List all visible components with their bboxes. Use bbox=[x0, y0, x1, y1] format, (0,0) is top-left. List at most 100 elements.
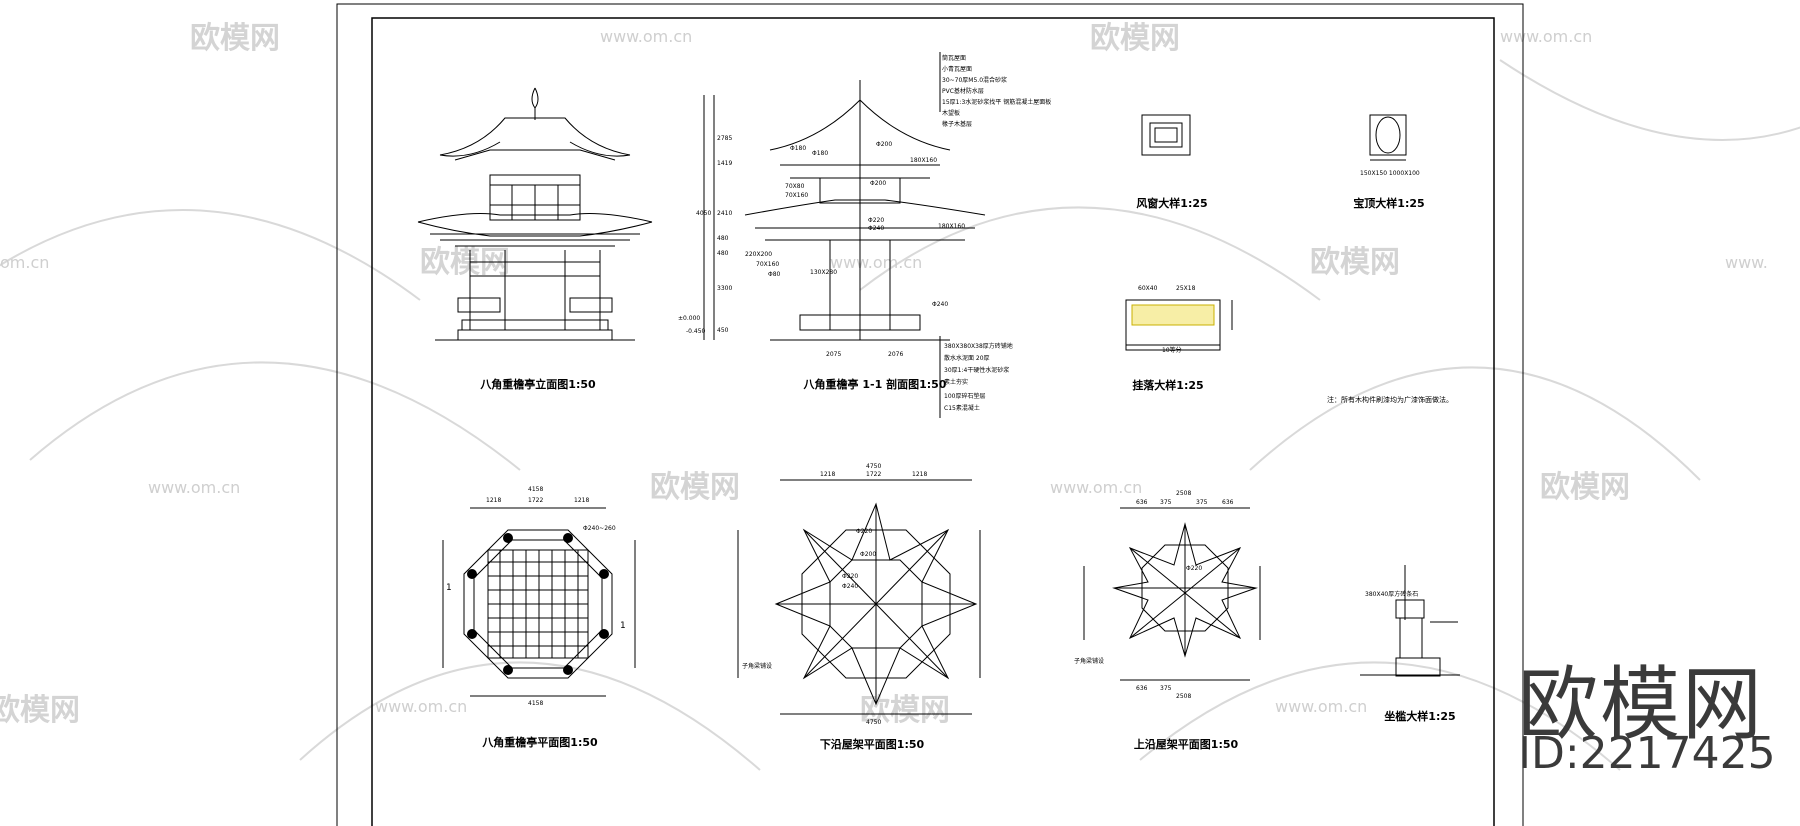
general-note: 注：所有木构件刷漆均为广漆饰面做法。 bbox=[1327, 395, 1453, 404]
svg-text:1218: 1218 bbox=[912, 471, 927, 478]
svg-text:Φ240: Φ240 bbox=[868, 225, 884, 232]
upper-roof-plan-dims: 2508 636 375 375 636 2508 636 375 Φ220 子… bbox=[1074, 490, 1234, 700]
watermark-url: www.om.cn bbox=[375, 697, 467, 716]
svg-text:Φ240~260: Φ240~260 bbox=[583, 525, 616, 532]
svg-text:Φ220: Φ220 bbox=[856, 528, 872, 535]
svg-text:2785: 2785 bbox=[717, 135, 732, 142]
lower-roof-plan-drawing bbox=[737, 479, 981, 715]
svg-text:C15素混凝土: C15素混凝土 bbox=[944, 404, 980, 412]
svg-text:1218: 1218 bbox=[820, 471, 835, 478]
svg-text:±0.000: ±0.000 bbox=[678, 315, 700, 322]
svg-text:Φ180: Φ180 bbox=[812, 150, 828, 157]
svg-text:Φ220: Φ220 bbox=[842, 573, 858, 580]
finial-detail-drawing bbox=[1369, 114, 1407, 161]
svg-text:-0.450: -0.450 bbox=[686, 328, 706, 335]
svg-text:Φ220: Φ220 bbox=[868, 217, 884, 224]
section-dim-text: 2785 1419 4050 3300 2410 480 450 480 207… bbox=[678, 135, 903, 358]
section-foundation-notes: 380X380X38厚方砖铺地 散水水泥面 20厚 30厚1:4干硬性水泥砂浆 … bbox=[944, 342, 1013, 412]
watermark-url: www.om.cn bbox=[148, 478, 240, 497]
svg-text:380X380X38厚方砖铺地: 380X380X38厚方砖铺地 bbox=[944, 342, 1013, 350]
upper-roof-plan-caption: 上沿屋架平面图1:50 bbox=[1134, 737, 1239, 751]
svg-text:70X160: 70X160 bbox=[785, 192, 808, 199]
watermark-url: www.om.cn bbox=[1500, 27, 1592, 46]
svg-text:Φ180: Φ180 bbox=[790, 145, 806, 152]
inner-frame bbox=[371, 17, 1495, 826]
svg-text:Φ240: Φ240 bbox=[842, 583, 858, 590]
svg-text:2075: 2075 bbox=[826, 351, 841, 358]
watermark-layer bbox=[0, 59, 1800, 771]
svg-text:30厚1:4干硬性水泥砂浆: 30厚1:4干硬性水泥砂浆 bbox=[944, 366, 1009, 374]
svg-text:Φ80: Φ80 bbox=[768, 271, 781, 278]
hanging-detail-labels: 60X40 25X18 10等分 bbox=[1138, 285, 1196, 354]
svg-text:4158: 4158 bbox=[528, 486, 543, 493]
svg-text:180X160: 180X160 bbox=[938, 223, 965, 230]
svg-text:小青瓦屋面: 小青瓦屋面 bbox=[942, 65, 972, 73]
svg-text:70X160: 70X160 bbox=[756, 261, 779, 268]
elevation-drawing bbox=[417, 87, 653, 341]
watermark-url-partial: www. bbox=[1725, 253, 1768, 272]
svg-text:2410: 2410 bbox=[717, 210, 732, 217]
watermark-url: www.om.cn bbox=[600, 27, 692, 46]
watermark-brand: 欧模网 bbox=[0, 693, 80, 728]
svg-text:3300: 3300 bbox=[717, 285, 732, 292]
finial-detail-caption: 宝顶大样1:25 bbox=[1353, 196, 1424, 210]
svg-text:2076: 2076 bbox=[888, 351, 903, 358]
svg-text:Φ200: Φ200 bbox=[860, 551, 876, 558]
svg-text:1419: 1419 bbox=[717, 160, 732, 167]
lower-roof-plan-dims: 4750 1218 1722 1218 4750 Φ220 Φ200 Φ220 … bbox=[742, 463, 927, 726]
svg-text:70X80: 70X80 bbox=[785, 183, 805, 190]
hanging-detail-drawing bbox=[1125, 299, 1233, 351]
svg-text:Φ200: Φ200 bbox=[870, 180, 886, 187]
finial-detail-label: 150X150 1000X100 bbox=[1360, 170, 1420, 177]
svg-text:375: 375 bbox=[1196, 499, 1208, 506]
svg-text:10等分: 10等分 bbox=[1162, 346, 1182, 354]
svg-text:子角梁铺设: 子角梁铺设 bbox=[742, 662, 772, 670]
svg-text:散水水泥面 20厚: 散水水泥面 20厚 bbox=[944, 354, 990, 362]
section-roof-notes: 筒瓦屋面 小青瓦屋面 30~70厚M5.0混合砂浆 PVC基材防水层 15厚1:… bbox=[942, 54, 1051, 128]
big-watermark-id: ID:2217425 bbox=[1518, 728, 1776, 779]
section-caption: 八角重檐亭 1-1 剖面图1:50 bbox=[803, 377, 947, 391]
section-labels: Φ180 Φ180 Φ200 Φ200 Φ220 Φ240 Φ240 180X1… bbox=[745, 141, 965, 308]
upper-roof-plan-drawing bbox=[1083, 507, 1261, 681]
svg-text:木望板: 木望板 bbox=[942, 109, 960, 117]
watermark-brand: 欧模网 bbox=[650, 470, 740, 505]
svg-text:素土夯实: 素土夯实 bbox=[944, 378, 968, 386]
watermark-url-layer: www.om.cn www.om.cn om.cn www.om.cn www.… bbox=[0, 27, 1768, 716]
watermark-brand: 欧模网 bbox=[1090, 21, 1180, 56]
svg-text:筒瓦屋面: 筒瓦屋面 bbox=[942, 54, 966, 62]
watermark-brand: 欧模网 bbox=[1540, 470, 1630, 505]
watermark-text-layer: 欧模网 欧模网 欧模网 欧模网 欧模网 欧模网 欧模网 欧模网 bbox=[0, 21, 1630, 728]
svg-text:480: 480 bbox=[717, 250, 729, 257]
section-drawing bbox=[703, 52, 986, 418]
svg-text:450: 450 bbox=[717, 327, 729, 334]
svg-text:60X40: 60X40 bbox=[1138, 285, 1158, 292]
svg-text:480: 480 bbox=[717, 235, 729, 242]
plan-dims: 4158 1218 1722 1218 4158 Φ240~260 1 1 bbox=[446, 486, 626, 707]
svg-text:子角梁铺设: 子角梁铺设 bbox=[1074, 657, 1104, 665]
plan-drawing bbox=[442, 507, 636, 697]
hanging-detail-caption: 挂落大样1:25 bbox=[1132, 378, 1203, 392]
svg-text:180X160: 180X160 bbox=[910, 157, 937, 164]
svg-text:1: 1 bbox=[620, 621, 626, 631]
svg-text:PVC基材防水层: PVC基材防水层 bbox=[942, 87, 984, 95]
svg-text:130X280: 130X280 bbox=[810, 269, 837, 276]
watermark-url: www.om.cn bbox=[830, 253, 922, 272]
big-watermark-brand: 欧模网 bbox=[1518, 658, 1764, 751]
svg-text:Φ240: Φ240 bbox=[932, 301, 948, 308]
watermark-url: www.om.cn bbox=[1050, 478, 1142, 497]
svg-text:4158: 4158 bbox=[528, 700, 543, 707]
plan-columns bbox=[467, 533, 609, 675]
svg-text:25X18: 25X18 bbox=[1176, 285, 1196, 292]
elevation-caption: 八角重檐亭立面图1:50 bbox=[479, 377, 596, 391]
svg-text:220X200: 220X200 bbox=[745, 251, 772, 258]
svg-text:100厚碎石垫层: 100厚碎石垫层 bbox=[944, 392, 985, 400]
svg-text:1218: 1218 bbox=[486, 497, 501, 504]
watermark-url: www.om.cn bbox=[1275, 697, 1367, 716]
svg-text:375: 375 bbox=[1160, 499, 1172, 506]
svg-text:375: 375 bbox=[1160, 685, 1172, 692]
svg-text:636: 636 bbox=[1136, 499, 1148, 506]
watermark-url-partial: om.cn bbox=[0, 253, 49, 272]
svg-text:30~70厚M5.0混合砂浆: 30~70厚M5.0混合砂浆 bbox=[942, 76, 1007, 84]
window-detail-drawing bbox=[1141, 114, 1191, 156]
